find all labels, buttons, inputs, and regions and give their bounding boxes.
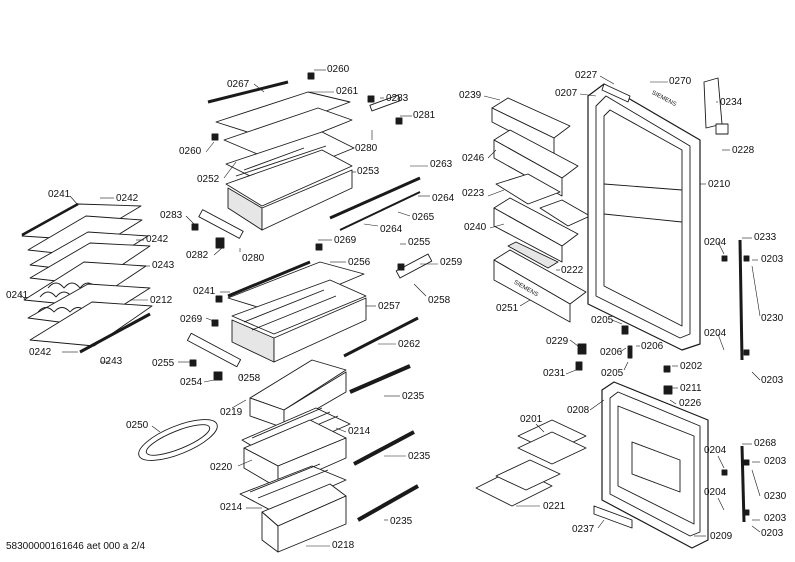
part-label-0214: 0214 [220,502,243,513]
door-shelves [491,97,591,323]
part-label-0250: 0250 [126,420,149,431]
part-label-0269: 0269 [180,314,203,325]
part-label-0268: 0268 [754,438,777,449]
part-label-0204: 0204 [704,445,727,456]
part-label-0259: 0259 [440,257,463,268]
part-label-0226: 0226 [679,398,702,409]
part-label-0240: 0240 [464,222,487,233]
leader-lines [19,69,761,547]
part-label-0258: 0258 [238,373,261,384]
part-label-0264: 0264 [432,193,455,204]
part-label-0214: 0214 [348,426,371,437]
part-label-0212: 0212 [150,295,173,306]
part-label-0211: 0211 [680,383,702,394]
part-label-0243: 0243 [100,356,123,367]
part-label-0281: 0281 [413,110,436,121]
part-label-0265: 0265 [412,212,435,223]
part-label-0252: 0252 [197,174,220,185]
part-label-0261: 0261 [336,86,359,97]
part-label-0258: 0258 [428,295,451,306]
part-label-0267: 0267 [227,79,250,90]
part-label-0230: 0230 [761,313,784,324]
part-label-0242: 0242 [146,234,169,245]
part-label-0239: 0239 [459,90,482,101]
part-label-0218: 0218 [332,540,355,551]
part-label-0201: 0201 [520,414,543,425]
part-label-0219: 0219 [220,407,243,418]
part-label-0210: 0210 [708,179,731,190]
part-label-0254: 0254 [180,377,203,388]
part-label-0223: 0223 [462,188,485,199]
part-label-0209: 0209 [710,531,733,542]
part-label-0242: 0242 [29,347,52,358]
part-label-0235: 0235 [408,451,431,462]
part-label-0205: 0205 [591,315,614,326]
part-label-0220: 0220 [210,462,233,473]
part-label-0262: 0262 [398,339,421,350]
part-label-0282: 0282 [186,250,209,261]
part-label-0241: 0241 [48,189,71,200]
part-label-0234: 0234 [720,97,743,108]
part-label-0257: 0257 [378,301,401,312]
part-label-0256: 0256 [348,257,371,268]
part-label-0243: 0243 [152,260,175,271]
part-label-0221: 0221 [543,501,566,512]
part-label-0202: 0202 [680,361,703,372]
part-label-0260: 0260 [179,146,202,157]
part-label-0204: 0204 [704,328,727,339]
part-label-0204: 0204 [704,487,727,498]
part-label-0207: 0207 [555,88,578,99]
hardware-fittings [189,72,750,516]
part-label-0241: 0241 [193,286,216,297]
part-label-0253: 0253 [357,166,380,177]
part-label-0203: 0203 [761,375,784,386]
part-label-0269: 0269 [334,235,357,246]
part-label-0283: 0283 [386,93,409,104]
middle-crisper-assembly [186,253,433,368]
fridge-door [587,77,744,361]
part-label-0203: 0203 [764,456,787,467]
part-label-0280: 0280 [355,143,378,154]
part-label-0237: 0237 [572,524,595,535]
part-label-0222: 0222 [561,265,584,276]
part-label-0235: 0235 [390,516,413,527]
part-label-0233: 0233 [754,232,777,243]
part-label-0246: 0246 [462,153,485,164]
vegetable-drawers [138,359,419,553]
part-label-0263: 0263 [430,159,453,170]
freezer-door [475,381,746,549]
upper-crisper-assembly [198,80,421,239]
glass-shelf-stack-left [21,202,153,354]
part-label-0270: 0270 [669,76,692,87]
part-label-0260: 0260 [327,64,350,75]
part-label-0205: 0205 [601,368,624,379]
part-label-0203: 0203 [761,254,784,265]
part-label-0206: 0206 [600,347,623,358]
document-footer-code: 58300000161646 aet 000 a 2/4 [6,541,146,552]
part-label-0231: 0231 [543,368,566,379]
part-label-0280: 0280 [242,253,265,264]
part-label-0206: 0206 [641,341,664,352]
part-label-0203: 0203 [761,528,784,539]
part-label-0203: 0203 [764,513,787,524]
part-label-0230: 0230 [764,491,787,502]
part-label-0204: 0204 [704,237,727,248]
part-label-0255: 0255 [152,358,175,369]
part-label-0208: 0208 [567,405,590,416]
part-label-0264: 0264 [380,224,403,235]
part-label-0255: 0255 [408,237,431,248]
part-label-0242: 0242 [116,193,139,204]
part-label-0228: 0228 [732,145,755,156]
part-label-0283: 0283 [160,210,183,221]
part-label-0241: 0241 [6,290,29,301]
part-label-0227: 0227 [575,70,598,81]
part-label-0229: 0229 [546,336,569,347]
part-label-0235: 0235 [402,391,425,402]
part-label-0251: 0251 [496,303,519,314]
